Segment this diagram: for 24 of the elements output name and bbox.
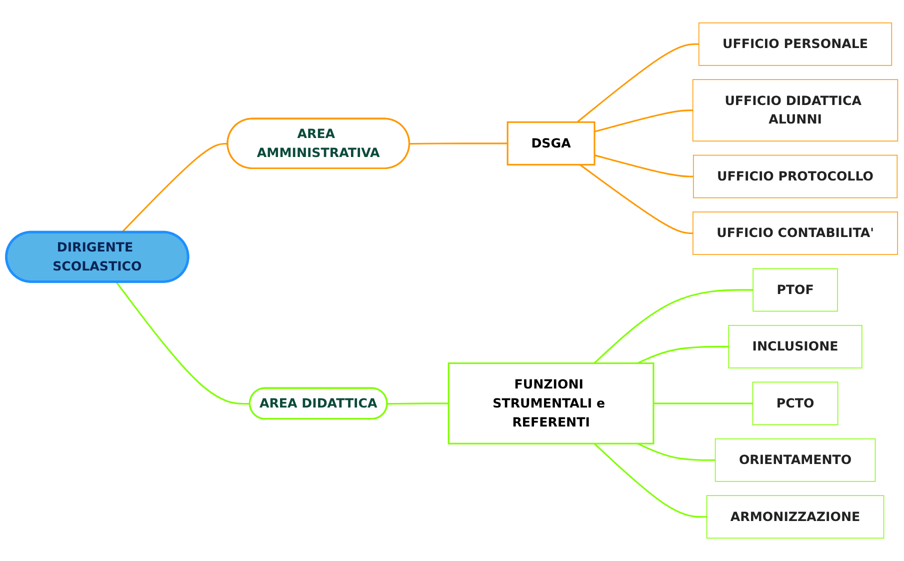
node-box: PTOF xyxy=(752,268,838,312)
connector xyxy=(594,154,694,178)
node-box: ARMONIZZAZIONE xyxy=(706,495,884,539)
connector xyxy=(576,43,699,123)
node-box: FUNZIONI STRUMENTALI e REFERENTI xyxy=(448,362,654,444)
node-box: DSGA xyxy=(506,121,596,166)
node-box: INCLUSIONE xyxy=(728,325,862,368)
node-box: ORIENTAMENTO xyxy=(714,438,876,482)
node-box: UFFICIO CONTABILITA' xyxy=(692,212,898,255)
connector xyxy=(116,282,250,405)
connector xyxy=(594,443,707,518)
connector xyxy=(653,402,753,404)
connector xyxy=(387,402,449,405)
connector xyxy=(637,442,716,461)
node-box: UFFICIO DIDATTICA ALUNNI xyxy=(692,79,898,142)
connector xyxy=(594,110,693,132)
node-box: UFFICIO PROTOCOLLO xyxy=(693,154,898,198)
node-box: PCTO xyxy=(752,382,838,426)
connector xyxy=(410,142,508,145)
connector xyxy=(594,289,754,364)
connector xyxy=(121,142,228,233)
connector xyxy=(637,346,729,364)
connector xyxy=(580,164,693,234)
node-box: UFFICIO PERSONALE xyxy=(698,22,892,66)
